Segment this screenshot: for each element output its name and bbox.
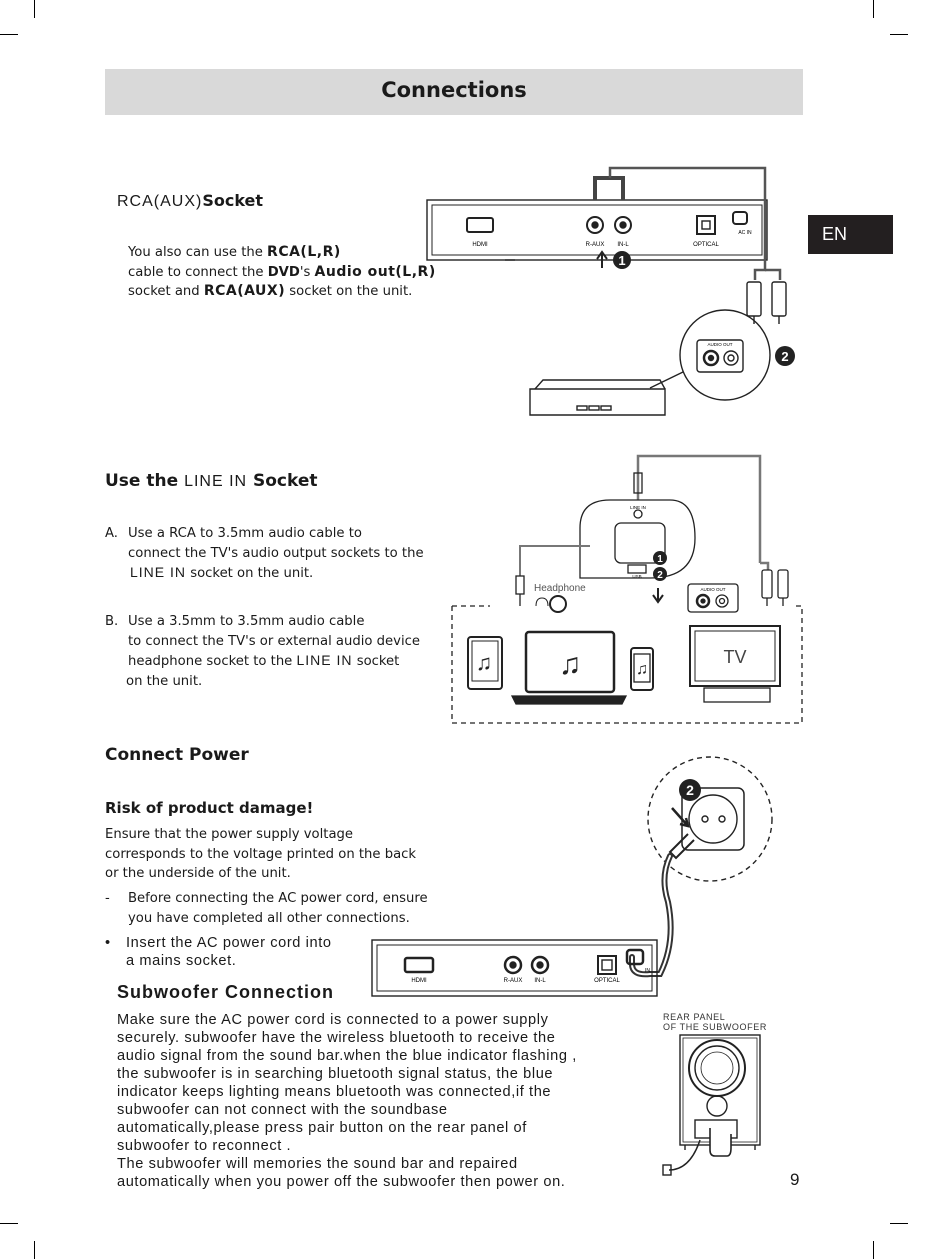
page-header: Connections	[105, 69, 803, 115]
crop-mark	[890, 1223, 908, 1224]
crop-mark	[873, 1241, 874, 1259]
audio-out-label: AUDIO OUT	[700, 587, 725, 592]
in-l-label: IN-L	[534, 978, 546, 984]
tv-label: TV	[723, 647, 746, 667]
crop-mark	[873, 0, 874, 18]
power-bullet-1: -Before connecting the AC power cord, en…	[105, 891, 428, 926]
r-aux-label: R-AUX	[504, 978, 523, 984]
page-number: 9	[790, 1170, 800, 1189]
power-connection-diagram: 2 HDMI R-AUX IN-L OPTICAL IN	[371, 756, 773, 997]
page-title: Connections	[381, 78, 527, 102]
hdmi-label: HDMI	[411, 978, 427, 984]
subwoofer-rear-panel	[662, 1034, 761, 1176]
rca-instructions: You also can use the RCA(L,R) cable to c…	[128, 244, 436, 299]
crop-mark	[34, 0, 35, 18]
linein-step-a: A.Use a RCA to 3.5mm audio cable to conn…	[105, 526, 424, 581]
crop-mark	[0, 34, 18, 35]
rear-panel-caption: REAR PANEL OF THE SUBWOOFER	[663, 1012, 767, 1032]
svg-text:♫: ♫	[559, 648, 582, 681]
subwoofer-instructions: Make sure the AC power cord is connected…	[117, 1012, 577, 1190]
optical-label: OPTICAL	[693, 242, 719, 248]
optical-label: OPTICAL	[594, 978, 620, 984]
power-section-title: Connect Power	[105, 745, 249, 765]
step-2-marker: 2	[657, 570, 663, 581]
headphone-label: Headphone	[534, 583, 586, 594]
crop-mark	[34, 1241, 35, 1259]
in-label: IN	[645, 968, 650, 974]
r-aux-label: R-AUX	[586, 242, 605, 248]
linein-step-b: B.Use a 3.5mm to 3.5mm audio cable to co…	[105, 614, 420, 689]
step-1-marker: 1	[618, 253, 625, 268]
language-label: EN	[822, 224, 848, 244]
step-2-marker: 2	[686, 782, 694, 798]
step-1-marker: 1	[657, 554, 663, 565]
risk-warning-text: Ensure that the power supply voltage cor…	[105, 827, 417, 881]
in-l-label: IN-L	[617, 242, 629, 248]
hdmi-label: HDMI	[472, 242, 488, 248]
linein-connection-diagram: ♫ ♫ ♫ 1 2 Headphone TV LINE IN USB AUDIO…	[451, 454, 803, 724]
crop-mark	[0, 1223, 18, 1224]
svg-text:♫: ♫	[636, 661, 648, 678]
line-in-label: LINE IN	[630, 505, 646, 510]
power-bullet-2: •Insert the AC power cord into a mains s…	[105, 935, 332, 969]
risk-warning-title: Risk of product damage!	[105, 799, 314, 817]
step-2-marker: 2	[781, 349, 788, 364]
language-tab: EN	[808, 215, 893, 254]
svg-text:♫: ♫	[476, 650, 493, 675]
subwoofer-section-title: Subwoofer Connection	[117, 982, 334, 1002]
usb-label: USB	[632, 574, 641, 579]
rca-section-title: RCA(AUX)Socket	[117, 191, 264, 210]
ac-in-label: AC IN	[738, 230, 752, 236]
audio-out-label: AUDIO OUT	[707, 342, 732, 347]
rca-connection-diagram: 1 2 HDMI R-AUX IN-L OPTICAL AC IN AUDIO …	[426, 166, 795, 416]
crop-mark	[890, 34, 908, 35]
linein-section-title: Use the LINE IN Socket	[105, 471, 318, 491]
